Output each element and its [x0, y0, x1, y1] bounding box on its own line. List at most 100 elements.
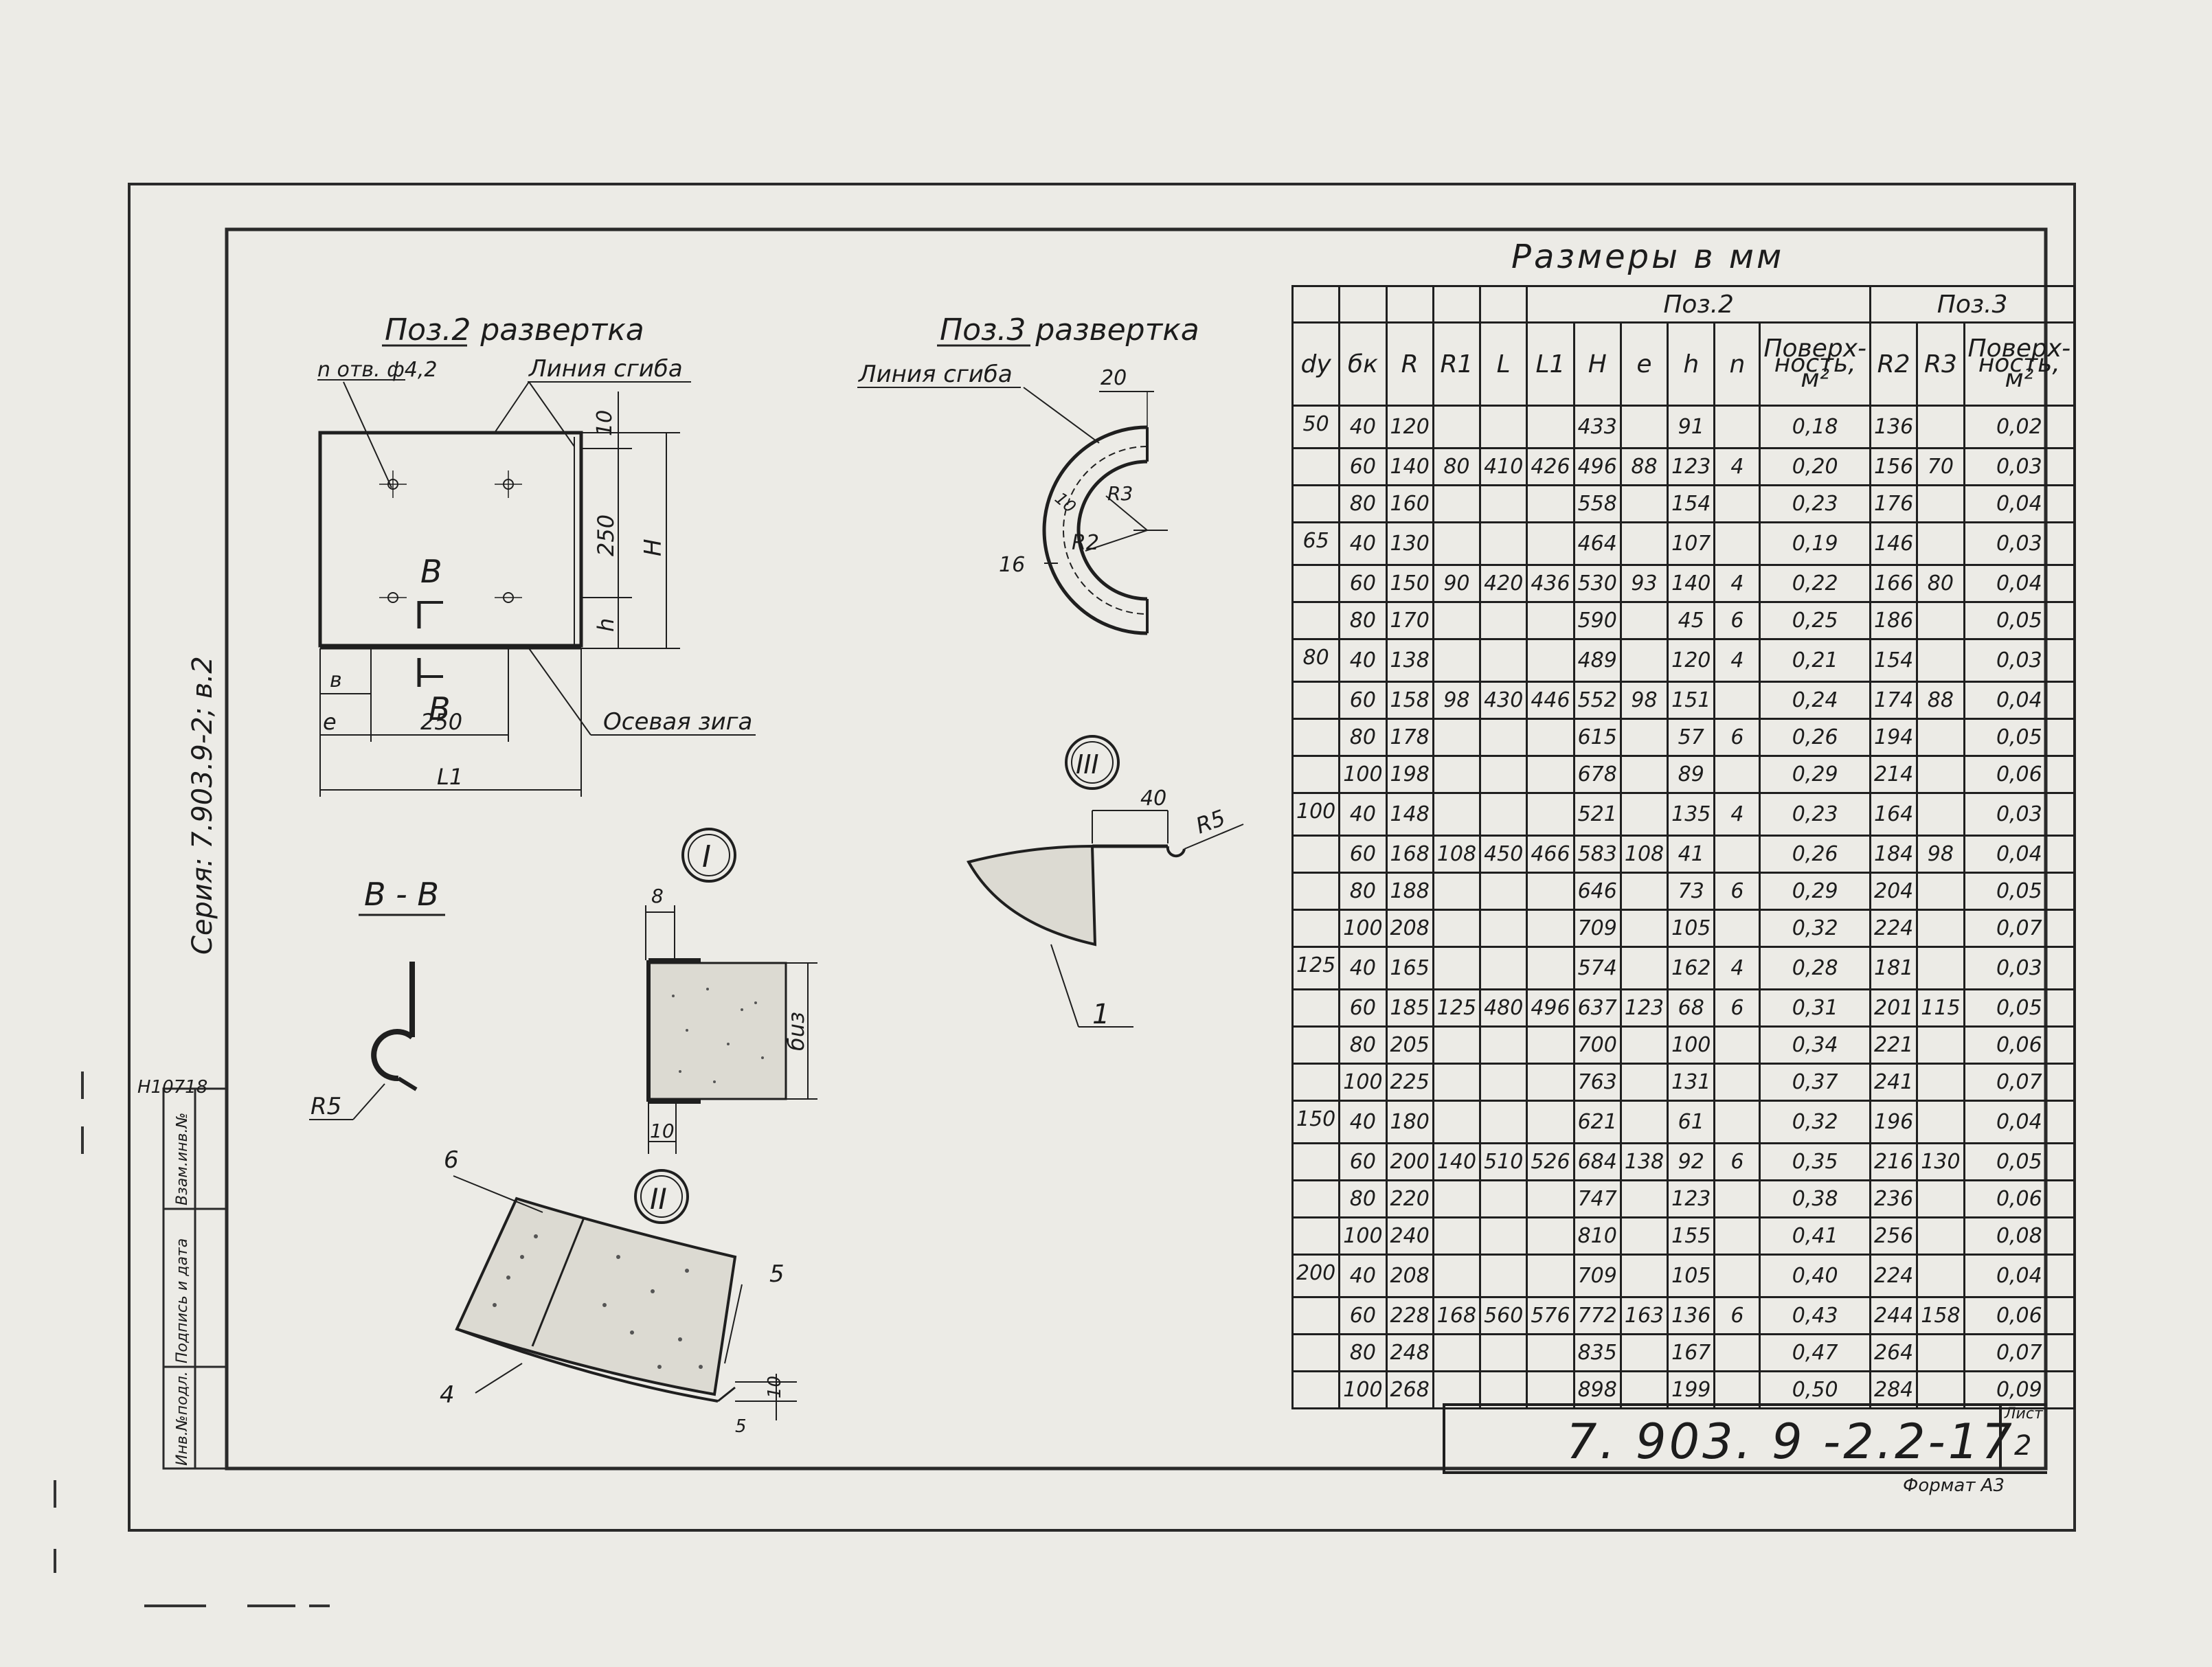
cell-H: 637: [1572, 988, 1622, 1028]
cell-bk: 40: [1338, 638, 1388, 683]
cell-L: [1479, 1180, 1528, 1218]
cell-surface-pos2: 0,32: [1759, 909, 1871, 948]
pos2-axial-label: Осевая зига: [603, 708, 752, 736]
cell-L: 420: [1479, 564, 1528, 603]
cell-bk: 60: [1338, 988, 1388, 1028]
cell-R: 225: [1385, 1063, 1434, 1102]
cell-surface-pos3: 0,03: [1963, 638, 2076, 683]
pos2-holes-label: n отв. ф4,2: [317, 358, 438, 382]
cell-surface-pos3: 0,08: [1963, 1216, 2076, 1256]
cell-n: [1713, 1026, 1761, 1065]
cell-h: 140: [1667, 564, 1716, 603]
cell-surface-pos3: 0,04: [1963, 835, 2076, 874]
column-header: Поверх-ность, м²: [1759, 321, 1871, 407]
cell-L1: [1526, 485, 1575, 523]
cell-surface-pos2: 0,23: [1759, 792, 1871, 837]
cell-e: [1619, 638, 1669, 683]
cell-H: 810: [1572, 1216, 1622, 1256]
cell-surface-pos2: 0,24: [1759, 681, 1871, 720]
header-spacer: [1432, 285, 1482, 324]
cell-R1: 108: [1432, 835, 1482, 874]
cell-bk: 80: [1338, 1333, 1388, 1372]
header-group-pos3: Поз.3: [1869, 285, 2076, 324]
cell-R2: 264: [1869, 1333, 1919, 1372]
cell-du: [1291, 1143, 1341, 1181]
detail-III-ref-1: 1: [1092, 999, 1109, 1030]
cell-L1: [1526, 1217, 1575, 1256]
cell-e: 88: [1619, 447, 1669, 486]
cell-R: 138: [1385, 638, 1434, 683]
sheet-label: Лист: [2005, 1405, 2043, 1422]
cell-R1: [1432, 1254, 1482, 1298]
cell-L1: [1526, 1026, 1575, 1065]
cell-H: 583: [1572, 835, 1622, 874]
cell-h: 162: [1667, 946, 1716, 990]
cell-R2: 204: [1869, 872, 1919, 911]
cell-H: 898: [1572, 1370, 1622, 1409]
cell-R2: 186: [1869, 601, 1919, 640]
cell-surface-pos2: 0,26: [1759, 835, 1871, 874]
cell-H: 772: [1572, 1296, 1622, 1335]
cell-L1: 446: [1526, 681, 1575, 720]
cell-h: 100: [1667, 1025, 1716, 1065]
column-header: h: [1667, 321, 1716, 407]
section-bb-radius: R5: [311, 1093, 341, 1120]
cell-n: [1713, 1371, 1761, 1409]
cell-L: [1479, 946, 1528, 990]
cell-h: 135: [1667, 792, 1716, 837]
cell-surface-pos2: 0,40: [1759, 1254, 1871, 1298]
cell-H: 552: [1572, 681, 1622, 720]
cell-R3: [1916, 1180, 1965, 1218]
cell-e: 93: [1619, 564, 1669, 603]
cell-R3: 88: [1916, 681, 1965, 720]
cell-surface-pos3: 0,03: [1963, 447, 2076, 486]
cell-R1: [1432, 638, 1482, 683]
cell-surface-pos2: 0,37: [1759, 1063, 1871, 1102]
cell-R1: [1432, 1063, 1482, 1102]
cell-du: [1291, 565, 1341, 603]
cell-surface-pos2: 0,31: [1759, 988, 1871, 1028]
cell-surface-pos3: 0,02: [1963, 405, 2076, 449]
cell-du: [1291, 1026, 1341, 1065]
cell-R3: [1916, 1100, 1965, 1144]
cell-surface-pos2: 0,22: [1759, 564, 1871, 603]
pos2-dim-250: 250: [593, 514, 619, 556]
cell-L1: 496: [1526, 988, 1575, 1028]
cell-surface-pos2: 0,50: [1759, 1370, 1871, 1409]
cell-L: [1479, 602, 1528, 640]
cell-R: 268: [1385, 1370, 1434, 1409]
header-spacer: [1385, 285, 1434, 324]
cell-surface-pos3: 0,03: [1963, 946, 2076, 990]
cell-h: 123: [1667, 1179, 1716, 1218]
cell-R: 150: [1385, 564, 1434, 603]
cell-R1: [1432, 1100, 1482, 1144]
sheet-number: 2: [2014, 1430, 2032, 1462]
cell-R1: [1432, 872, 1482, 911]
cell-H: 763: [1572, 1063, 1622, 1102]
cell-surface-pos2: 0,34: [1759, 1025, 1871, 1065]
detail-II-ref-6: 6: [444, 1146, 459, 1174]
cell-R: 200: [1385, 1142, 1434, 1181]
cell-R3: [1916, 521, 1965, 566]
stamp-label-replace-inv: Взам.инв.№: [174, 1113, 191, 1205]
cell-surface-pos3: 0,05: [1963, 872, 2076, 911]
detail-I-label: I: [702, 839, 711, 874]
cell-R: 248: [1385, 1333, 1434, 1372]
cell-R3: [1916, 602, 1965, 640]
cell-surface-pos3: 0,03: [1963, 792, 2076, 837]
cell-R1: [1432, 1180, 1482, 1218]
cell-surface-pos2: 0,26: [1759, 718, 1871, 757]
cell-surface-pos2: 0,18: [1759, 405, 1871, 449]
cell-R3: [1916, 1026, 1965, 1065]
cell-du: [1291, 718, 1341, 757]
column-header: R3: [1916, 321, 1965, 407]
cell-R: 185: [1385, 988, 1434, 1028]
cell-bk: 100: [1338, 1370, 1388, 1409]
cell-du: [1291, 1180, 1341, 1218]
cell-H: 709: [1572, 1254, 1622, 1298]
